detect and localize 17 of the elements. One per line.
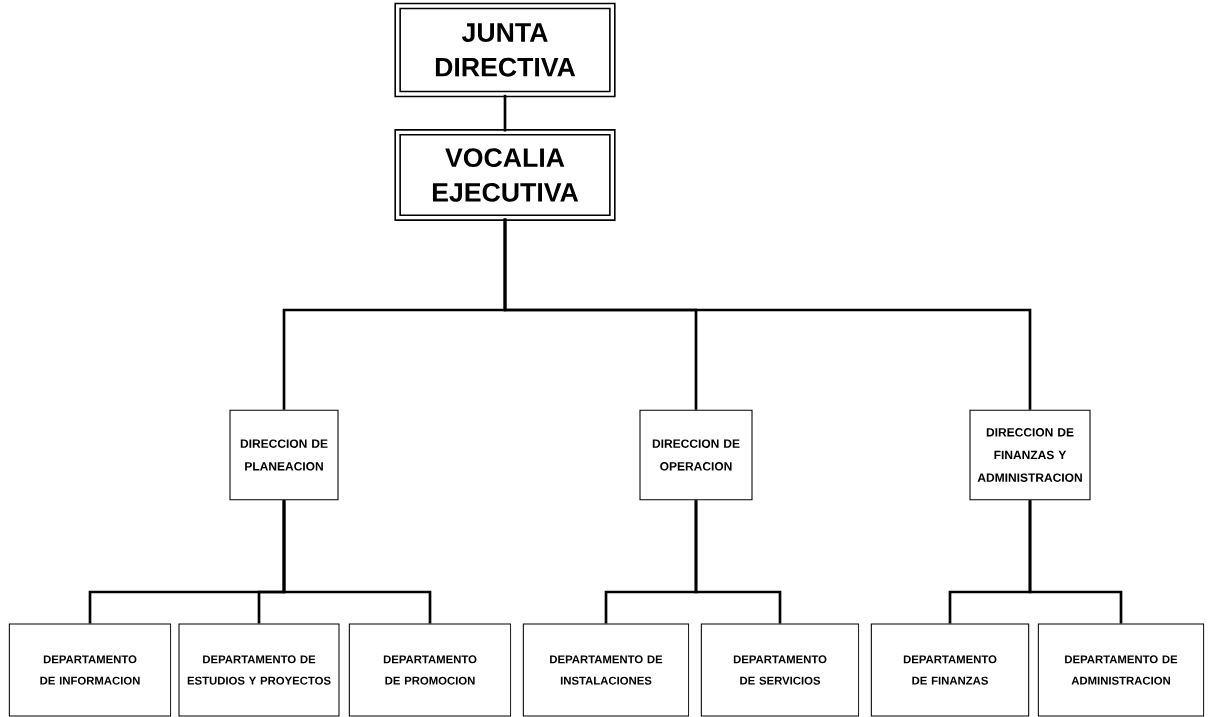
department-box: DEPARTAMENTO DE INFORMACION	[8, 623, 172, 717]
department-box: DEPARTAMENTO DE INSTALACIONES	[522, 623, 690, 717]
connector-line	[503, 218, 1032, 410]
department-box: DEPARTAMENTO DE ESTUDIOS Y PROYECTOS	[178, 623, 340, 717]
connector-line	[1028, 500, 1123, 624]
department-box: DEPARTAMENTO DE PROMOCION	[348, 623, 512, 717]
department-box: DEPARTAMENTO DE SERVICIOS	[700, 623, 860, 717]
connector-line	[694, 500, 782, 624]
connector-line	[503, 94, 507, 132]
title-box: VOCALIA EJECUTIVA	[394, 129, 616, 221]
department-box: DEPARTAMENTO DE ADMINISTRACION	[1037, 623, 1205, 717]
division-box: DIRECCION DE FINANZAS Y ADMINISTRACION	[969, 409, 1091, 501]
title-box: JUNTA DIRECTIVA	[394, 2, 616, 98]
division-box: DIRECCION DE PLANEACION	[229, 409, 339, 501]
division-box: DIRECCION DE OPERACION	[639, 409, 753, 501]
department-box: DEPARTAMENTO DE FINANZAS	[870, 623, 1030, 717]
connector-line	[282, 500, 432, 624]
